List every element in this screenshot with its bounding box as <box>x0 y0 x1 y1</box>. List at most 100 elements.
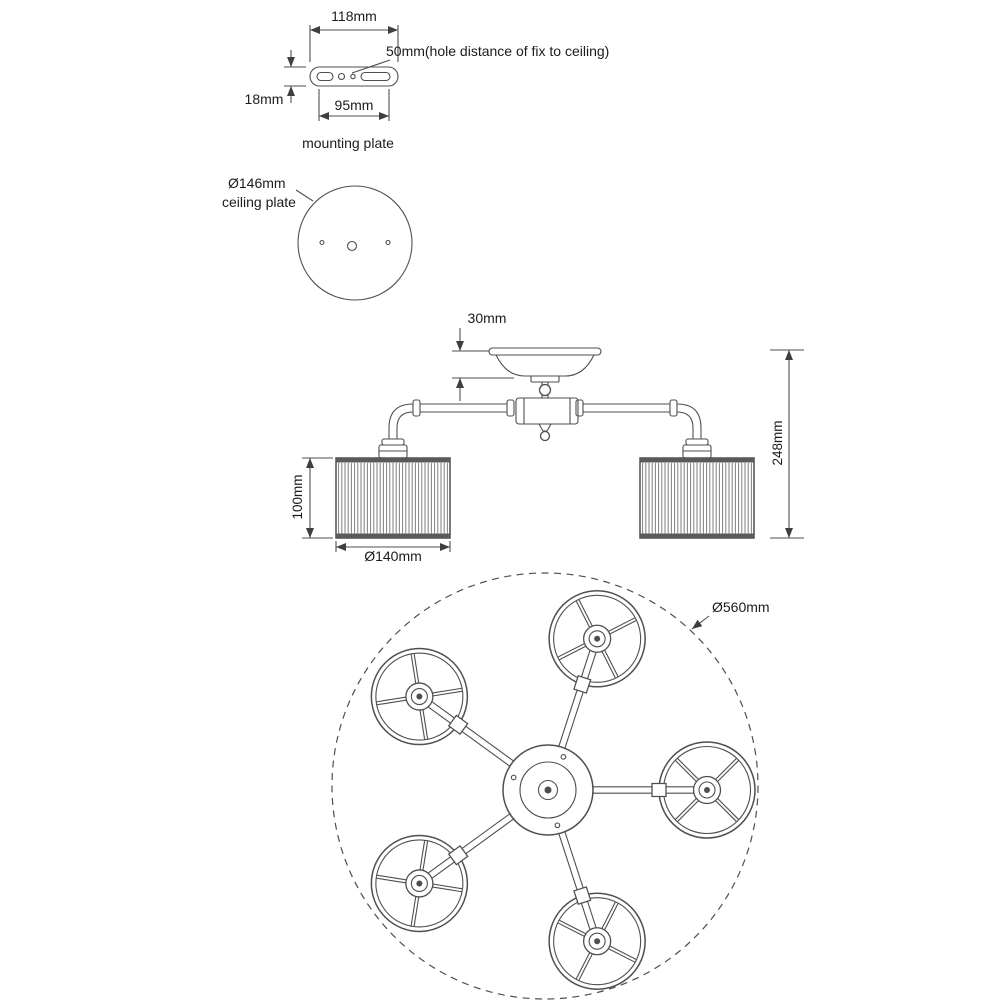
ceiling-plate-diameter-label: Ø146mm <box>228 175 286 191</box>
ceiling-plate-leader-line <box>295 189 314 202</box>
shade-spoke-line <box>601 650 617 679</box>
shade-hub-dot <box>416 693 423 700</box>
mounting-plate-outline <box>309 66 399 87</box>
top-view-hub <box>502 744 594 836</box>
canopy-dome <box>495 354 595 377</box>
left-arm <box>378 399 515 459</box>
shade-spoke-line <box>413 653 420 684</box>
canopy-top-plate <box>488 347 602 356</box>
shade-diameter-label: Ø140mm <box>364 548 422 564</box>
shade-spoke-line <box>714 799 738 823</box>
dimension-canopy-drop: 30mm <box>452 310 514 401</box>
hub-screw-hole <box>554 822 561 829</box>
shade-spoke-line <box>674 797 698 821</box>
mounting-plate-right-slot <box>360 71 391 82</box>
plate-width-label: 118mm <box>331 8 377 24</box>
left-shade <box>335 457 451 539</box>
left-arm-hub-collar <box>506 399 515 417</box>
shade-spoke-line <box>422 709 429 740</box>
canopy-neck <box>530 375 560 383</box>
shade-spoke-line <box>575 600 591 629</box>
shade-spoke-line <box>676 799 700 823</box>
left-shade-stripes <box>338 463 448 534</box>
shade-spoke-line <box>557 922 586 938</box>
hub-inner-ring <box>519 761 577 819</box>
hub-center-ring <box>537 779 559 801</box>
left-socket-flange <box>381 438 405 446</box>
dimension-overall-diameter: Ø560mm <box>691 599 770 630</box>
ceiling-plate-center-hole <box>346 240 358 252</box>
ceiling-plate-caption: ceiling plate <box>222 194 296 210</box>
mounting-plate-caption: mounting plate <box>302 135 394 151</box>
ceiling-plate-outline <box>297 185 413 301</box>
shade-spoke-line <box>601 901 617 930</box>
left-arm-elbow-collar <box>412 399 421 417</box>
mounting-plate-center-hole <box>337 72 346 81</box>
ceiling-plate-view: Ø146mm ceiling plate <box>222 175 413 301</box>
shade-spoke-line <box>422 840 429 871</box>
arm-hub-body <box>515 397 579 425</box>
hole-spacing-label: 95mm <box>335 97 374 113</box>
right-shade <box>639 457 755 539</box>
top-view-arm-shade <box>548 590 646 750</box>
shade-hub-dot <box>416 880 423 887</box>
hole-note-label: 50mm(hole distance of fix to ceiling) <box>386 43 609 59</box>
shade-spoke-line <box>410 895 417 927</box>
shade-hub-inner-ring <box>588 932 606 950</box>
shade-spoke-line <box>607 947 636 963</box>
right-shade-top-rim <box>640 458 754 463</box>
shade-spoke-line <box>431 886 463 893</box>
path-shape <box>388 403 414 429</box>
hub-center-dot <box>544 786 552 794</box>
shade-spoke-line <box>432 690 463 697</box>
path-shape <box>676 403 702 429</box>
shade-spoke-line <box>578 599 594 627</box>
shade-outer-rim <box>370 834 469 933</box>
shade-spoke-line <box>558 645 587 661</box>
hub-finial <box>538 423 552 432</box>
arm-bracket <box>447 844 469 866</box>
shade-inner-rim <box>375 652 464 741</box>
arm-bracket <box>573 886 592 906</box>
right-socket-flange <box>685 438 709 446</box>
top-view-arm-shade <box>548 830 646 990</box>
shade-spoke-line <box>603 649 619 678</box>
shade-spoke-line <box>410 653 417 685</box>
left-shade-bottom-rim <box>336 533 450 538</box>
shade-spoke-line <box>376 877 407 884</box>
dimension-plate-width: 118mm <box>309 8 399 62</box>
side-view: 30mm 100mm Ø140mm 248mm <box>290 310 804 564</box>
dimension-plate-thickness: 18mm <box>245 50 306 107</box>
shade-spoke-line <box>413 896 420 927</box>
arm-tube-line <box>558 832 591 931</box>
top-view-arm-shade <box>370 647 515 768</box>
shade-spoke-line <box>575 951 591 980</box>
canopy-ball <box>538 383 552 397</box>
overall-diameter-leader-line <box>691 615 710 630</box>
top-view-arm-shade <box>370 812 515 933</box>
shade-hub-dot <box>594 635 601 642</box>
right-shade-bottom-rim <box>640 533 754 538</box>
dimension-hole-note: 50mm(hole distance of fix to ceiling) <box>351 43 609 74</box>
shade-spoke-line <box>609 945 637 961</box>
right-shade-stripes <box>642 463 752 534</box>
plate-thickness-label: 18mm <box>245 91 284 107</box>
hub-outer-ring <box>502 744 594 836</box>
shade-spoke-line <box>609 619 637 635</box>
shade-hub-dot <box>594 938 601 945</box>
overall-diameter-label: Ø560mm <box>712 599 770 615</box>
dimension-shade-diameter: Ø140mm <box>335 541 451 564</box>
hub-screw-hole <box>510 774 517 781</box>
shade-inner-rim <box>553 897 642 986</box>
canopy-drop-label: 30mm <box>468 310 507 326</box>
shade-spoke-line <box>607 617 636 633</box>
shade-spoke-line <box>376 696 407 703</box>
ceiling-plate-right-hole <box>385 239 391 246</box>
shade-spoke-line <box>431 687 463 694</box>
arm-tube-line <box>564 830 597 929</box>
hub-finial-ball <box>539 430 551 442</box>
dimension-hole-spacing: 95mm <box>318 89 390 121</box>
shade-hub-inner-ring <box>410 687 428 706</box>
shade-spoke-line <box>432 883 463 890</box>
